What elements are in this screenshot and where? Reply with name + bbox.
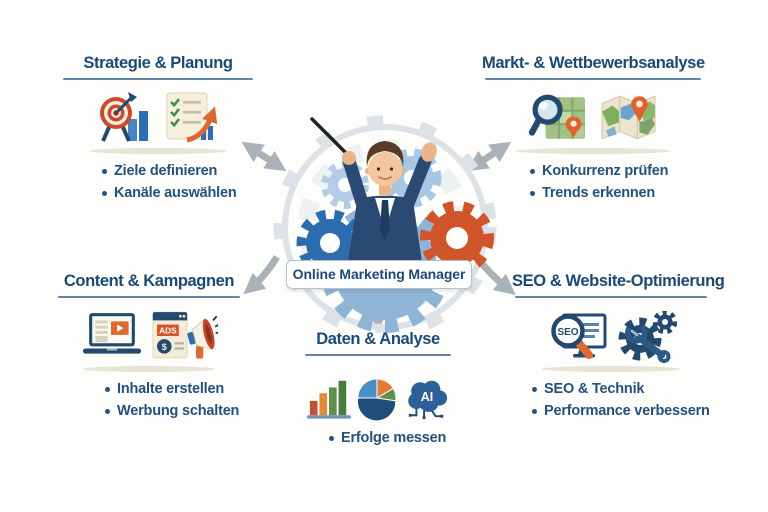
seo-label: SEO	[557, 327, 578, 338]
ads-megaphone-icon: ADS $	[151, 311, 218, 359]
bullet-item: Inhalte erstellen	[103, 381, 243, 397]
center-label: Online Marketing Manager	[286, 260, 472, 289]
folded-map-pin-icon	[601, 95, 656, 140]
bullet-list: SEO & Technik Performance verbessern	[512, 381, 710, 419]
arrow-top-right	[466, 141, 512, 172]
center-hub-illustration	[273, 115, 497, 333]
section-icons: SEO	[512, 307, 710, 363]
orange-gear-icon	[420, 201, 494, 275]
icon-shadow	[515, 148, 671, 154]
bullet-item: Trends erkennen	[528, 185, 704, 201]
section-icons	[60, 89, 256, 145]
bullet-item: SEO & Technik	[530, 381, 710, 397]
section-seo: SEO & Website-Optimierung SEO	[512, 272, 725, 425]
dollar-label: $	[161, 342, 167, 352]
icon-shadow	[83, 366, 215, 372]
section-strategie: Strategie & Planung	[60, 54, 256, 207]
gear-wrench-icon	[618, 311, 677, 363]
bullet-list: Ziele definieren Kanäle auswählen	[60, 163, 256, 201]
section-title: Content & Kampagnen	[63, 272, 235, 290]
section-markt: Markt- & Wettbewerbsanalyse	[482, 54, 705, 207]
target-barchart-icon	[99, 92, 148, 142]
section-icons: ADS $	[55, 307, 243, 363]
section-title: Markt- & Wettbewerbsanalyse	[482, 54, 705, 72]
checklist-growth-icon	[166, 92, 217, 143]
bullet-list: Inhalte erstellen Werbung schalten	[55, 381, 243, 419]
megaphone-icon	[186, 318, 215, 359]
arrow-top-left	[241, 141, 287, 172]
icon-shadow	[541, 366, 681, 372]
section-content: Content & Kampagnen ADS	[55, 272, 243, 425]
bullet-item: Werbung schalten	[103, 403, 243, 419]
bullet-item: Kanäle auswählen	[100, 185, 256, 201]
section-title: SEO & Website-Optimierung	[512, 272, 725, 290]
section-daten: Daten & Analyse	[303, 330, 453, 452]
laptop-video-icon	[82, 313, 141, 354]
bullet-item: Ziele definieren	[100, 163, 256, 179]
magnifier-map-icon	[528, 94, 585, 139]
bullet-item: Performance verbessern	[530, 403, 710, 419]
section-icons: AI	[303, 365, 453, 421]
section-title: Strategie & Planung	[83, 54, 233, 72]
title-underline	[57, 296, 241, 298]
manager-figure	[310, 117, 437, 275]
bar-chart-icon	[307, 380, 351, 419]
ads-label: ADS	[159, 325, 177, 335]
section-icons	[482, 89, 704, 145]
title-underline	[62, 78, 254, 80]
bullet-list: Erfolge messen	[303, 430, 453, 446]
arrow-bottom-left	[243, 255, 280, 295]
seo-magnifier-monitor-icon: SEO	[550, 313, 606, 359]
bullet-list: Konkurrenz prüfen Trends erkennen	[482, 163, 704, 201]
bullet-item: Konkurrenz prüfen	[528, 163, 704, 179]
section-title: Daten & Analyse	[316, 330, 440, 348]
icon-shadow	[89, 148, 227, 154]
bullet-item: Erfolge messen	[327, 430, 453, 446]
ai-label: AI	[421, 390, 433, 404]
title-underline	[305, 354, 451, 356]
pie-chart-icon	[357, 378, 397, 421]
ai-brain-icon: AI	[408, 380, 448, 420]
title-underline	[485, 78, 701, 80]
title-underline	[514, 296, 708, 298]
